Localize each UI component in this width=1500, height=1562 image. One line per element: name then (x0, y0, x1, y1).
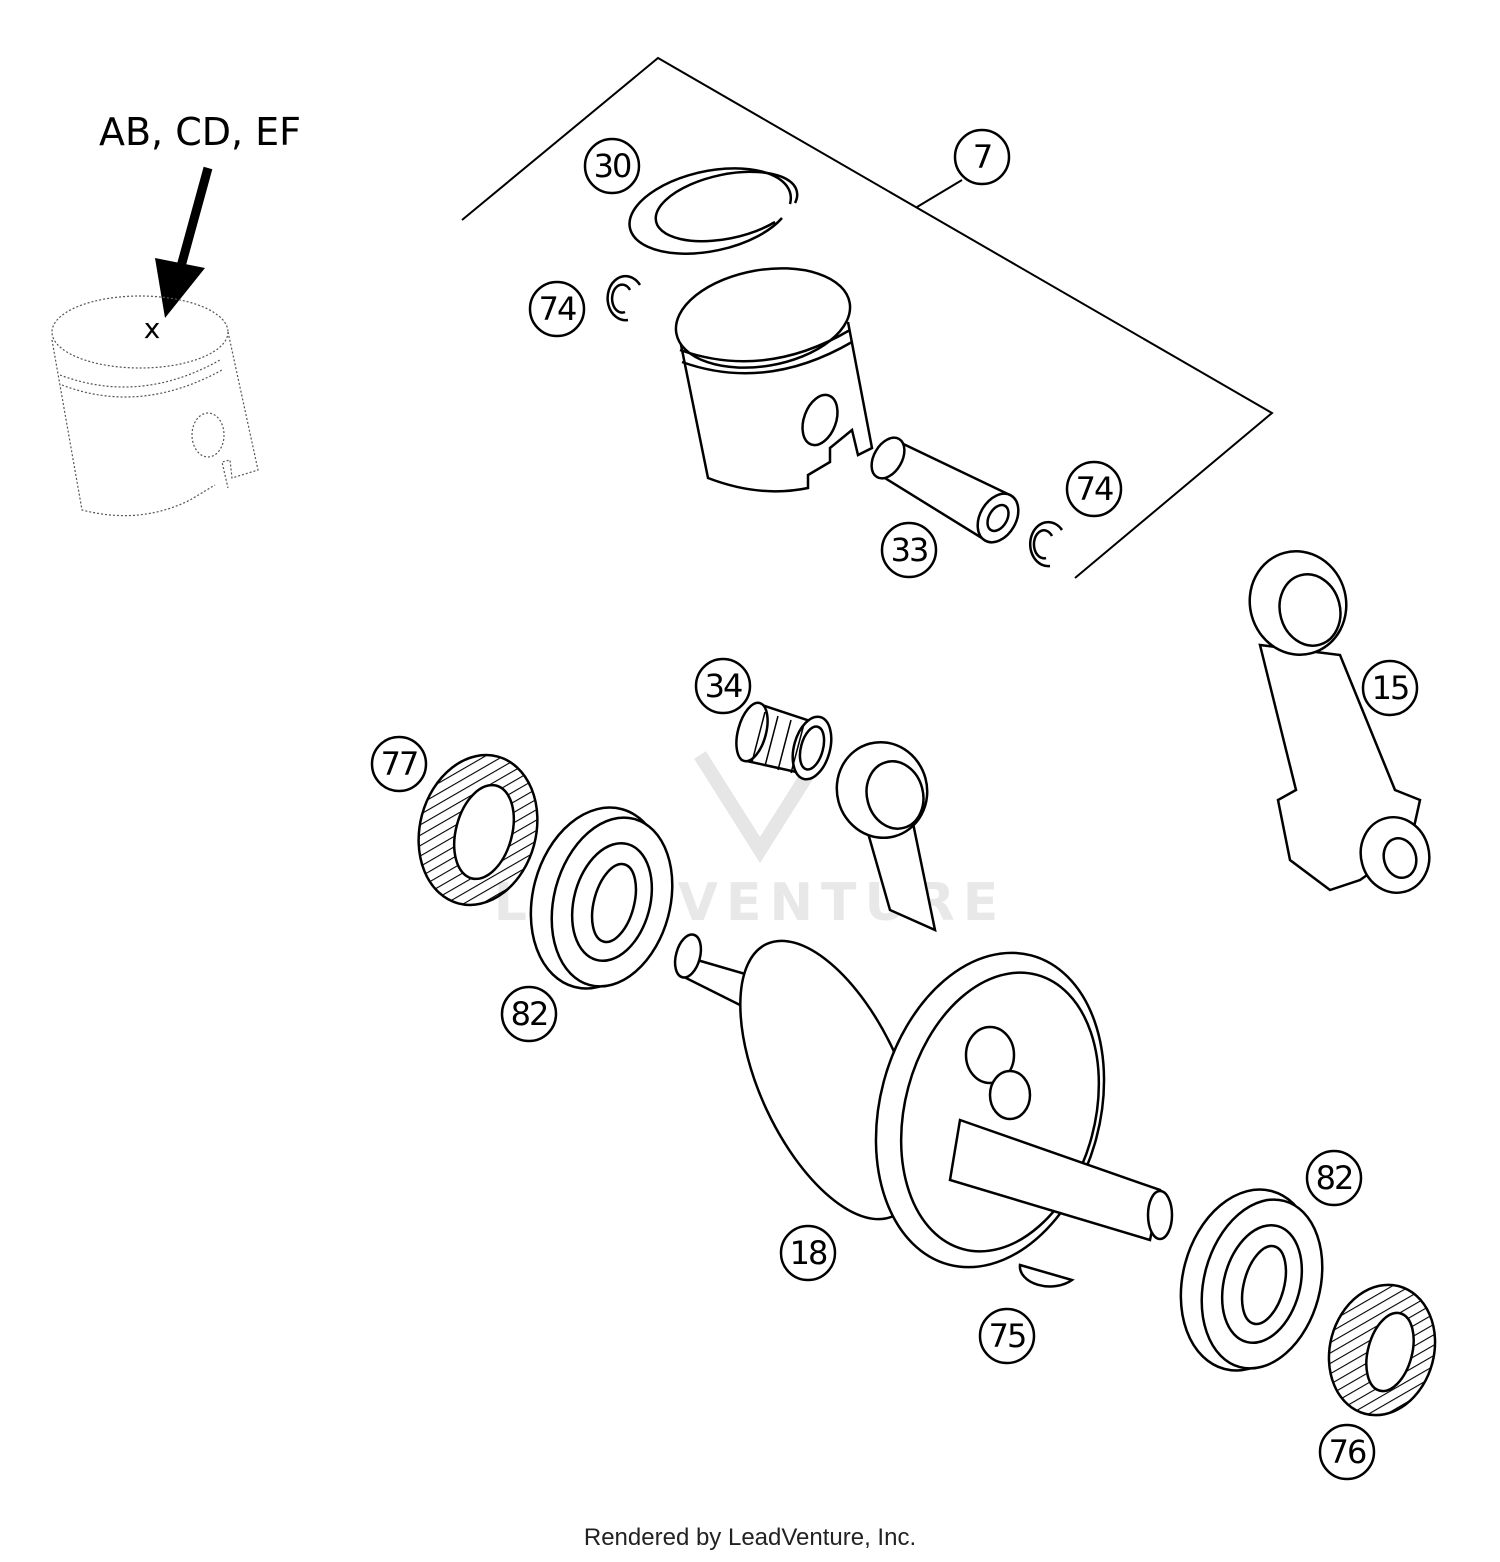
callout-77[interactable]: 77 (370, 735, 428, 793)
wrist-pin (870, 436, 1020, 544)
oil-seal-right (1327, 1283, 1437, 1417)
svg-text:76: 76 (1329, 1433, 1366, 1471)
piston-marking-inset: AB, CD, EF x (51, 110, 301, 517)
connecting-rod (1248, 550, 1431, 894)
circlip-left (606, 274, 642, 322)
svg-text:33: 33 (891, 531, 928, 569)
oil-seal-left (417, 753, 539, 907)
callout-76[interactable]: 76 (1318, 1423, 1376, 1481)
callout-34[interactable]: 34 (694, 657, 752, 715)
kit-bracket (461, 56, 1274, 579)
piston-inset-drawing (51, 295, 259, 517)
callout-7[interactable]: 7 (953, 128, 1011, 186)
svg-text:18: 18 (790, 1234, 827, 1272)
piston-marking-label: AB, CD, EF (99, 110, 301, 154)
piston-ring (628, 167, 799, 255)
marking-arrow-head (155, 258, 205, 318)
piston (674, 267, 874, 493)
kit-leader (916, 179, 963, 208)
svg-text:34: 34 (705, 667, 742, 705)
callout-75[interactable]: 75 (978, 1307, 1036, 1365)
callout-74-left[interactable]: 74 (528, 280, 586, 338)
svg-text:15: 15 (1372, 669, 1409, 707)
svg-text:82: 82 (511, 995, 548, 1033)
svg-text:74: 74 (539, 290, 576, 328)
needle-bearing (735, 701, 833, 781)
woodruff-key (1018, 1263, 1075, 1288)
callout-82-right[interactable]: 82 (1305, 1149, 1363, 1207)
callout-30[interactable]: 30 (583, 137, 641, 195)
svg-text:82: 82 (1316, 1159, 1353, 1197)
ball-bearing-left (529, 806, 674, 990)
callout-15[interactable]: 15 (1361, 659, 1419, 717)
svg-text:74: 74 (1076, 470, 1113, 508)
callout-18[interactable]: 18 (779, 1224, 837, 1282)
svg-text:75: 75 (989, 1317, 1026, 1355)
piston-marking-symbol: x (144, 312, 161, 345)
ball-bearing-right (1179, 1188, 1324, 1372)
svg-text:30: 30 (594, 147, 631, 185)
callout-74-right[interactable]: 74 (1065, 460, 1123, 518)
crankshaft (673, 740, 1174, 1269)
circlip-right (1028, 520, 1064, 568)
callout-82-left[interactable]: 82 (500, 985, 558, 1043)
svg-text:7: 7 (973, 138, 991, 176)
callout-33[interactable]: 33 (880, 521, 938, 579)
svg-text:77: 77 (381, 745, 418, 783)
footer-credit: Rendered by LeadVenture, Inc. (583, 1524, 917, 1551)
marking-arrow-shaft (175, 166, 213, 272)
